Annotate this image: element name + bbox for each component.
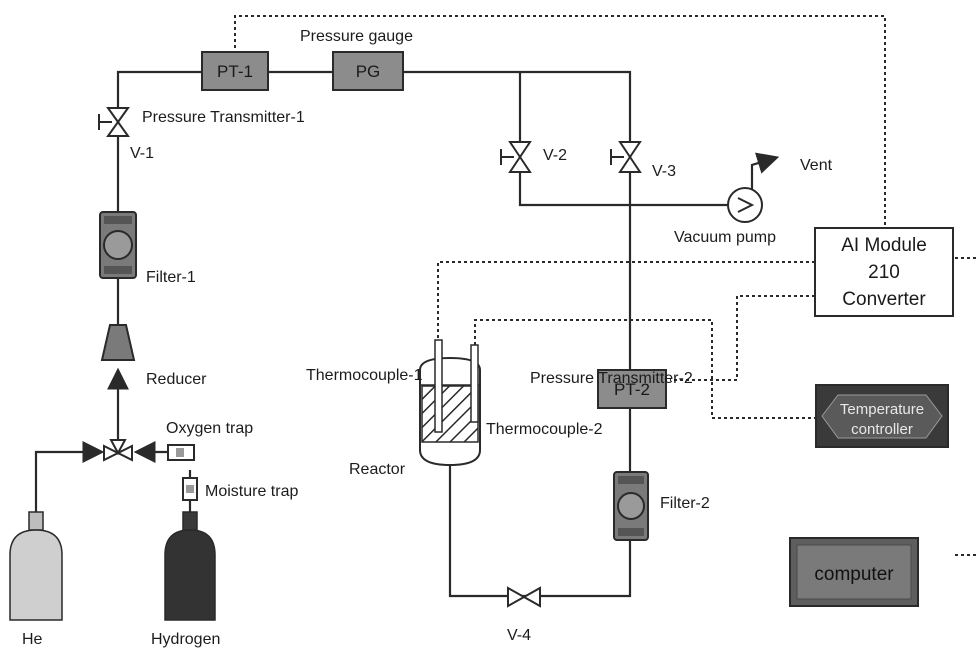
svg-text:controller: controller: [851, 421, 913, 438]
reducer-icon: [100, 324, 136, 361]
pressure-transmitter-1-label: Pressure Transmitter-1: [142, 109, 305, 126]
oxygen-trap-label: Oxygen trap: [166, 420, 253, 437]
svg-text:Converter: Converter: [842, 289, 926, 310]
thermocouple1-label: Thermocouple-1: [306, 367, 423, 384]
he-label: He: [22, 631, 43, 648]
valve-v3-icon: [610, 141, 642, 173]
he-cylinder-icon: [9, 511, 63, 621]
filter1-icon: [99, 211, 137, 279]
reducer-label: Reducer: [146, 371, 207, 388]
v3-label: V-3: [652, 163, 676, 180]
filter2-label: Filter-2: [660, 495, 710, 512]
vent-label: Vent: [800, 157, 833, 174]
filter2-icon: [613, 471, 649, 541]
reactor-icon: [419, 339, 481, 467]
svg-text:computer: computer: [814, 564, 894, 585]
svg-text:210: 210: [868, 262, 900, 283]
svg-text:AI Module: AI Module: [841, 235, 927, 256]
v1-label: V-1: [130, 145, 154, 162]
vacuum-pump-icon: [727, 187, 763, 223]
pt2-box: PT-2: [597, 369, 667, 409]
svg-text:Temperature: Temperature: [840, 401, 924, 418]
valve-v4-icon: [507, 586, 541, 608]
signal-lines: [234, 15, 977, 556]
valve-v2-icon: [500, 141, 532, 173]
thermocouple2-label: Thermocouple-2: [486, 421, 603, 438]
three-way-valve-icon: [103, 439, 133, 462]
oxygen-trap-icon: [167, 444, 195, 461]
svg-text:PT-1: PT-1: [217, 62, 253, 81]
moisture-trap-icon: [182, 477, 198, 501]
valve-v1-icon: [98, 107, 130, 137]
hydrogen-label: Hydrogen: [151, 631, 220, 648]
moisture-trap-label: Moisture trap: [205, 483, 298, 500]
labels: Pressure gauge Pressure Transmitter-1 V-…: [22, 28, 833, 648]
v4-label: V-4: [507, 627, 531, 644]
pressure-transmitter-2-label: Pressure Transmitter-2: [530, 370, 693, 387]
pg-box: PG: [332, 51, 404, 91]
svg-text:PT-2: PT-2: [614, 380, 650, 399]
filter1-label: Filter-1: [146, 269, 196, 286]
vacuum-pump-label: Vacuum pump: [674, 229, 776, 246]
pressure-gauge-label: Pressure gauge: [300, 28, 413, 45]
pt1-box: PT-1: [201, 51, 269, 91]
svg-text:PG: PG: [356, 62, 381, 81]
hydrogen-cylinder-icon: [164, 511, 216, 621]
v2-label: V-2: [543, 147, 567, 164]
temperature-controller-box: Temperature controller: [815, 384, 949, 448]
computer-box: computer: [789, 537, 919, 607]
ai-module-box: AI Module 210 Converter: [814, 227, 954, 317]
reactor-label: Reactor: [349, 461, 406, 478]
